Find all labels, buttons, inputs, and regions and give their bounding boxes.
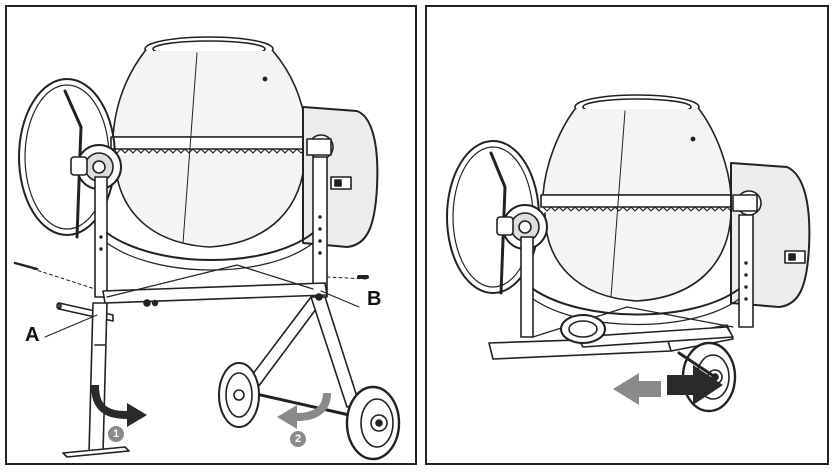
callout-b: B: [367, 288, 382, 310]
drum-upper: [542, 108, 732, 196]
drum-upper: [112, 50, 308, 138]
left-leg: [88, 302, 108, 454]
callout-a: A: [25, 324, 40, 346]
curved-arrow-icon: [91, 385, 147, 427]
step-badge-2: 2: [290, 431, 306, 447]
curved-arrow-icon: [277, 393, 331, 429]
assembly-panel-step-1: A B 1 2: [5, 5, 417, 465]
straight-arrow-icon: [667, 365, 723, 405]
wheel-back: [560, 314, 606, 344]
straight-arrow-icon: [613, 373, 661, 405]
left-upright-post: [520, 236, 534, 338]
mixer-illustration-right: [446, 94, 811, 413]
drum-gear-ring: [540, 194, 734, 208]
drum-lower: [544, 212, 732, 302]
mixer-illustration-left: [13, 36, 401, 461]
step-badge-1: 1: [108, 426, 124, 442]
right-upright-post: [312, 156, 328, 298]
assembly-panel-step-2: [425, 5, 829, 465]
wheel-back: [218, 362, 260, 428]
wheel-front: [345, 385, 401, 461]
right-upright-post: [738, 214, 754, 328]
drum-lower: [114, 154, 306, 248]
cross-beam: [102, 282, 328, 304]
drum-gear-ring: [110, 136, 310, 150]
